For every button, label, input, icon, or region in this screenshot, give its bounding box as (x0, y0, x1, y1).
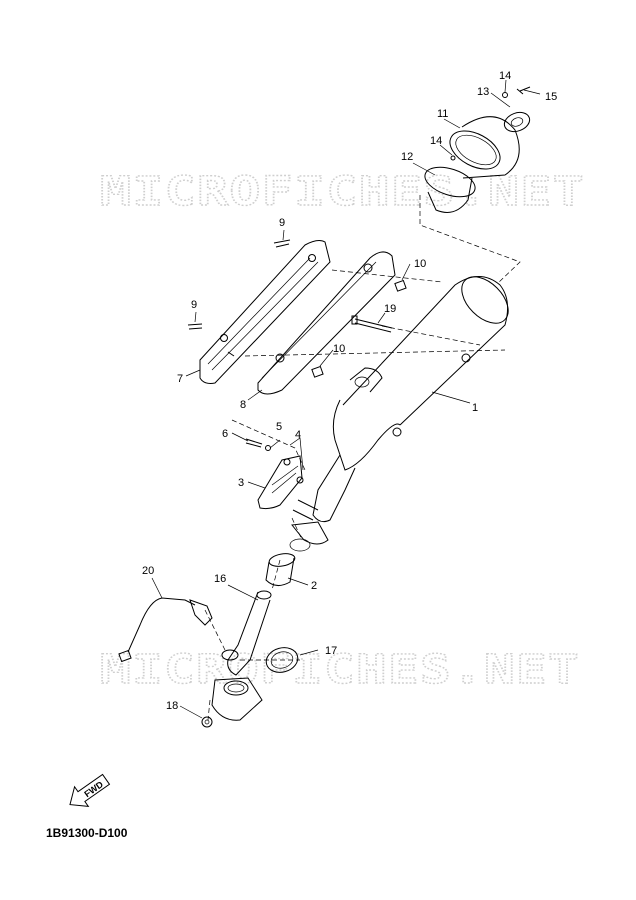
callout-13: 13 (477, 86, 489, 98)
callout-6: 6 (222, 428, 228, 440)
part-7-heat-shield (199, 240, 331, 384)
part-8-heat-shield (257, 251, 396, 395)
callout-17: 17 (325, 645, 337, 657)
callout-18: 18 (166, 700, 178, 712)
part-16-exhaust-pipe (211, 590, 272, 721)
callout-10a: 10 (414, 258, 426, 270)
part-9-bolts (187, 239, 291, 330)
callout-7: 7 (177, 373, 183, 385)
callout-19: 19 (384, 303, 396, 315)
callouts: 1 2 3 4 5 6 7 8 9 9 10 10 11 12 13 14 14… (142, 70, 557, 712)
watermark-bottom: MICROFICHES.NET (100, 647, 580, 693)
callout-14b: 14 (430, 135, 442, 147)
part-10-nuts (311, 279, 407, 378)
callout-15: 15 (545, 91, 557, 103)
callout-10b: 10 (333, 343, 345, 355)
part-13-gasket (503, 111, 531, 133)
callout-14a: 14 (499, 70, 511, 82)
part-19-bolt (351, 315, 393, 333)
fwd-label: FWD (82, 779, 105, 799)
callout-9a: 9 (279, 217, 285, 229)
part-18-nut (201, 716, 213, 728)
fwd-arrow-icon: FWD (69, 773, 111, 808)
callout-3: 3 (238, 477, 244, 489)
callout-5: 5 (276, 421, 282, 433)
diagram-code: 1B91300-D100 (46, 826, 128, 840)
callout-8: 8 (240, 399, 246, 411)
callout-1: 1 (472, 402, 478, 414)
callout-11: 11 (437, 108, 448, 120)
callout-12: 12 (401, 151, 413, 163)
callout-20: 20 (142, 565, 154, 577)
callout-16: 16 (214, 573, 226, 585)
callout-2: 2 (311, 580, 317, 592)
leader-lines (151, 79, 541, 719)
callout-9b: 9 (191, 299, 197, 311)
part-1-muffler (289, 276, 509, 552)
part-3-bracket (257, 455, 303, 510)
part-14-screw-top (450, 86, 531, 161)
part-11-tail-cap (449, 116, 520, 179)
part-12-ring (424, 166, 476, 213)
part-4-5-6-hardware (245, 438, 304, 484)
callout-4: 4 (295, 429, 301, 441)
part-2-sleeve (265, 553, 296, 586)
assembly-dash-lines (204, 195, 521, 721)
part-17-gasket (265, 647, 299, 673)
watermark-top: MICROFICHES.NET (100, 169, 585, 215)
